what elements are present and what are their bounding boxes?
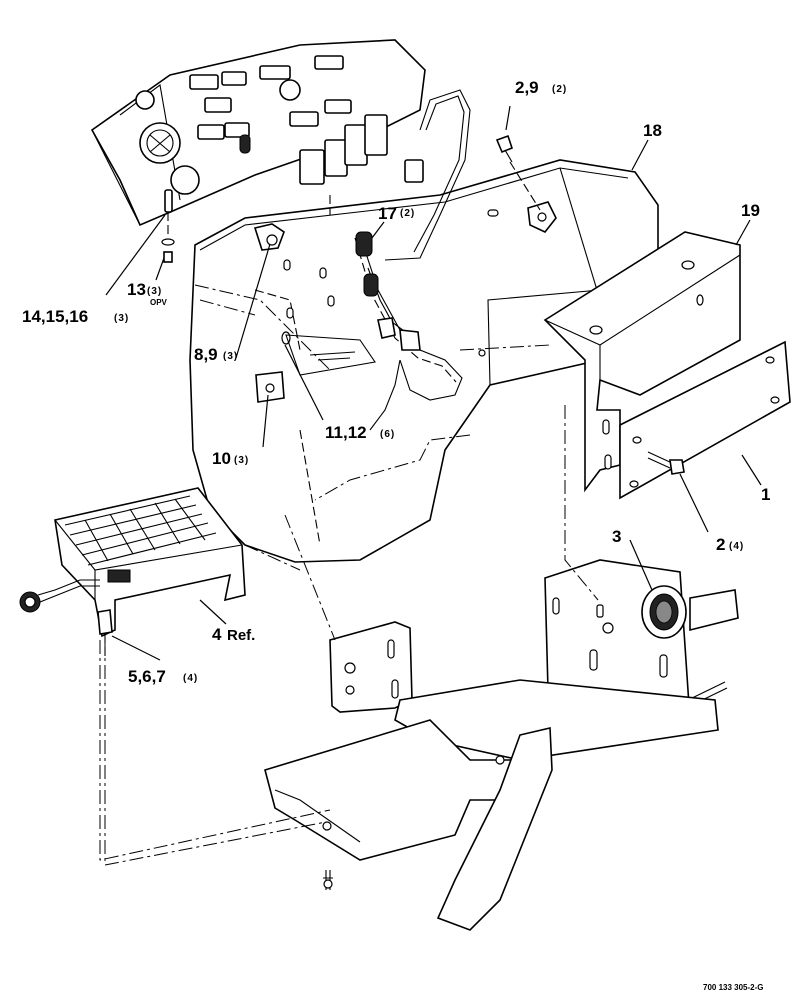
callout-number: 19 bbox=[741, 201, 760, 220]
callout-quantity: (3) bbox=[114, 313, 129, 324]
callout-quantity: (3) bbox=[223, 351, 238, 362]
callout-quantity: (4) bbox=[183, 673, 198, 684]
callout-quantity: (3) bbox=[147, 286, 162, 297]
callout-5-6-7: 5,6,7 (4) bbox=[128, 667, 198, 686]
callout-note: OPV bbox=[150, 298, 168, 307]
keypad-grid bbox=[64, 495, 217, 566]
top-fastener bbox=[495, 134, 541, 211]
callout-number: 1 bbox=[761, 485, 770, 504]
callout-18: 18 bbox=[643, 121, 662, 140]
callout-number: 18 bbox=[643, 121, 662, 140]
screw-set-14-15-16 bbox=[161, 189, 175, 263]
callout-number: 2,9 bbox=[515, 78, 539, 97]
callout-number: 17 bbox=[378, 204, 397, 223]
callout-number: 10 bbox=[212, 449, 231, 468]
callout-number: 14,15,16 bbox=[22, 307, 88, 326]
bolt bbox=[647, 451, 685, 475]
grommet bbox=[641, 585, 687, 639]
callout-number: 5,6,7 bbox=[128, 667, 166, 686]
relay-bracket bbox=[543, 231, 741, 493]
callout-quantity: (6) bbox=[380, 429, 395, 440]
callout-quantity: (2) bbox=[552, 84, 567, 95]
wiring-harness bbox=[354, 231, 463, 431]
callout-number: 4 bbox=[212, 625, 222, 644]
callout-2-9-top: 2,9 (2) bbox=[515, 78, 567, 97]
callout-19: 19 bbox=[741, 201, 760, 220]
callout-8-9: 8,9 (3) bbox=[194, 345, 238, 364]
callout-number: 2 bbox=[716, 535, 725, 554]
leader-lines bbox=[105, 105, 762, 661]
callout-3: 3 bbox=[612, 527, 621, 546]
callout-number: 11,12 bbox=[325, 423, 367, 442]
callout-1: 1 bbox=[761, 485, 770, 504]
callout-quantity: (3) bbox=[234, 455, 249, 466]
callout-13: 13 (3) OPV bbox=[127, 280, 168, 307]
callout-2: 2 (4) bbox=[716, 535, 744, 554]
callout-number: 8,9 bbox=[194, 345, 218, 364]
control-panel bbox=[90, 39, 471, 261]
callout-4: 4 Ref. bbox=[212, 625, 255, 644]
callout-quantity: (2) bbox=[400, 208, 415, 219]
callout-17: 17 (2) bbox=[378, 204, 415, 223]
callout-11-12: 11,12 (6) bbox=[325, 423, 395, 442]
callout-number: 13 bbox=[127, 280, 146, 299]
alignment-lines bbox=[99, 284, 599, 866]
callout-note: Ref. bbox=[227, 627, 255, 644]
console-housing bbox=[189, 159, 659, 563]
callout-14-15-16: 14,15,16 (3) bbox=[22, 307, 129, 326]
callout-quantity: (4) bbox=[729, 541, 744, 552]
callout-number: 3 bbox=[612, 527, 621, 546]
figure-id: 700 133 305-2-G bbox=[703, 983, 764, 992]
control-module bbox=[19, 487, 246, 660]
callout-10: 10 (3) bbox=[212, 449, 249, 468]
